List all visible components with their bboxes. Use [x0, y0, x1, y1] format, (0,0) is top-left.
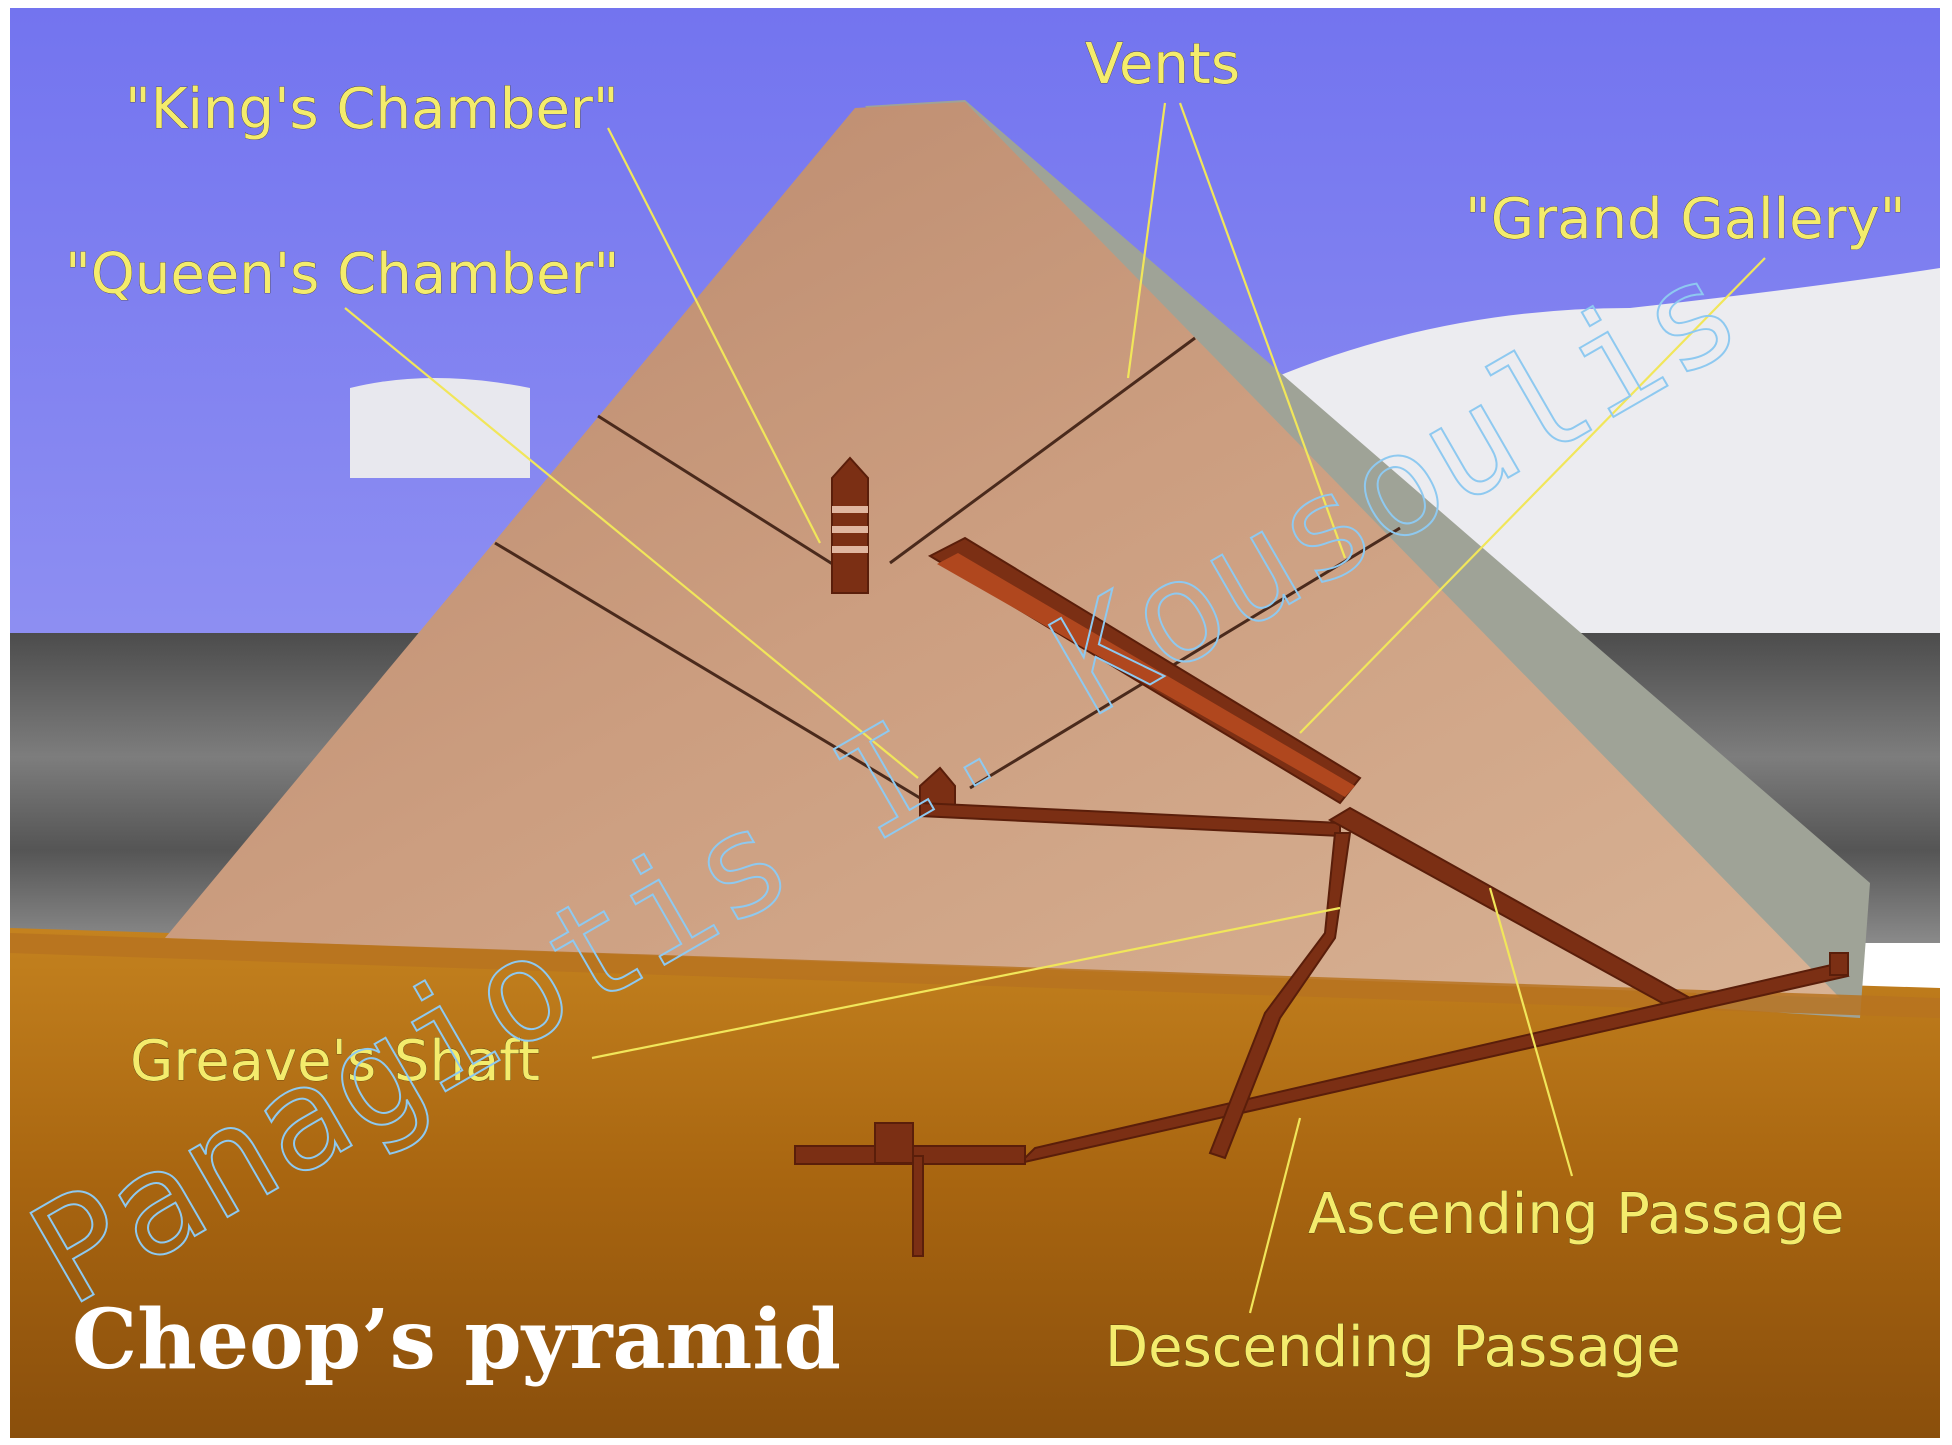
cloud: [350, 378, 530, 478]
leader-lines: [344, 102, 1766, 1314]
kings-chamber-block: [831, 456, 869, 594]
label-greaves-shaft: Greave's Shaft: [130, 1029, 540, 1094]
ground-overlap: [10, 933, 1940, 1018]
caption-title: Cheop’s pyramid: [72, 1292, 841, 1388]
label-queens-chamber: "Queen's Chamber": [65, 242, 619, 307]
pyramid-cross-section-diagram: "King's Chamber" "Queen's Chamber" Vents…: [10, 8, 1940, 1438]
label-grand-gallery: "Grand Gallery": [1465, 187, 1906, 252]
label-kings-chamber: "King's Chamber": [125, 77, 619, 142]
label-vents: Vents: [1085, 32, 1240, 97]
passages: [794, 456, 1850, 1257]
vent-shafts: [494, 336, 1401, 800]
greaves-shaft: [1208, 832, 1352, 1160]
label-descending-passage: Descending Passage: [1105, 1315, 1681, 1380]
label-ascending-passage: Ascending Passage: [1308, 1182, 1844, 1247]
pyramid-front-face: [165, 102, 1840, 998]
